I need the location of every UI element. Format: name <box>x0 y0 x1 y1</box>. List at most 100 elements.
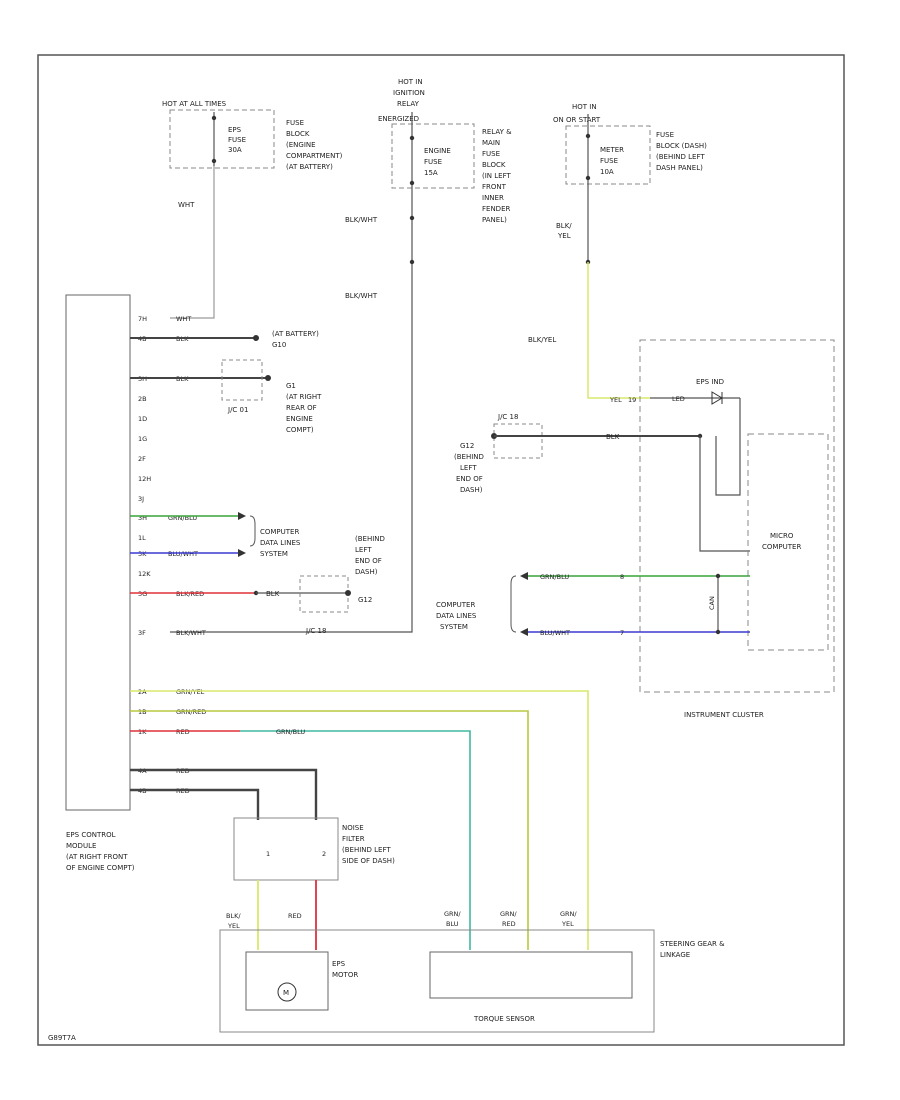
eps-control-module <box>65 294 131 811</box>
fuse-mid-desc-4: BLOCK <box>482 161 506 169</box>
footer-code: G89T7A <box>48 1034 76 1042</box>
sensor-wire-2a: GRN/ <box>500 910 517 918</box>
g12-left-desc-3: END OF <box>355 557 382 565</box>
fuse-right-header-1: HOT IN <box>572 103 597 111</box>
g12-right-desc-1: (BEHIND <box>454 453 484 461</box>
wire-label-bluwht-right: BLU/WHT <box>540 629 570 637</box>
g12-left-desc-1: (BEHIND <box>355 535 385 543</box>
fuse-mid-desc-3: FUSE <box>482 150 500 158</box>
noise-filter-pin-1: 1 <box>266 850 270 858</box>
fuse-mid-desc-8: FENDER <box>482 205 510 213</box>
eps-module-label-3: (AT RIGHT FRONT <box>66 853 128 861</box>
ground-g12-left-node <box>345 590 351 596</box>
wire-grnyel <box>130 690 589 950</box>
bracket-data-left <box>249 515 256 547</box>
sensor-wire-3a: GRN/ <box>560 910 577 918</box>
g12-right-desc-4: DASH) <box>460 486 483 494</box>
pin-3f-wire: BLK/WHT <box>176 629 206 637</box>
eps-ind-label: EPS IND <box>696 378 724 386</box>
ground-g10-node <box>253 335 259 341</box>
torque-sensor-label: TORQUE SENSOR <box>473 1015 535 1023</box>
wire-label-blk-g12: BLK <box>266 590 280 598</box>
pin-3h: 3H <box>138 514 147 522</box>
eps-ind-return <box>715 398 741 496</box>
fuse-left-fuse-1: EPS <box>228 126 242 134</box>
noise-filter-pin-2: 2 <box>322 850 326 858</box>
jc01-box <box>221 359 263 401</box>
fuse-left-node-2 <box>211 158 217 164</box>
fuse-mid-header-2: IGNITION <box>393 89 425 97</box>
wire-grnred <box>130 710 529 950</box>
eps-ind-led: LED <box>672 395 685 403</box>
data-right-1: COMPUTER <box>436 601 475 609</box>
ground-g1-desc-4: COMPT) <box>286 426 314 434</box>
pin-3j: 3J <box>138 495 144 503</box>
ground-g1-desc-2: REAR OF <box>286 404 317 412</box>
can-node-bottom <box>715 629 721 635</box>
wire-grnblu-mid <box>240 730 471 950</box>
ground-g1-desc-3: ENGINE <box>286 415 313 423</box>
wire-cluster-internal <box>699 436 750 552</box>
pin-3f: 3F <box>138 629 146 637</box>
pin-2a: 2A <box>138 688 147 696</box>
eps-motor-label-1: EPS <box>332 960 346 968</box>
pin-7h-wire: WHT <box>176 315 191 323</box>
steering-gear-box <box>219 929 655 1033</box>
pin-3k-wire: BLU/WHT <box>168 550 198 558</box>
ground-g10-desc: (AT BATTERY) <box>272 330 319 338</box>
pin-2a-wire: GRN/YEL <box>176 688 205 696</box>
wire-label-wht: WHT <box>178 201 195 209</box>
led-icon <box>711 391 723 405</box>
g12-right-desc-3: END OF <box>456 475 483 483</box>
ground-g1-node <box>265 375 271 381</box>
eps-module-label-4: OF ENGINE COMPT) <box>66 864 135 872</box>
eps-motor-symbol <box>277 982 297 1002</box>
pin-2b: 2B <box>138 395 147 403</box>
wire-red-4b <box>130 788 260 820</box>
pin-1l: 1L <box>138 534 146 542</box>
eps-module-pins: 7H WHT 4B BLK 3H BLK 2B 1D 1G 2F 12H 3J … <box>138 315 206 795</box>
fuse-mid-desc-1: RELAY & <box>482 128 512 136</box>
instrument-cluster-box <box>639 339 835 693</box>
can-label: CAN <box>708 596 716 610</box>
fuse-mid-fuse-1: ENGINE <box>424 147 451 155</box>
sensor-wire-1a: GRN/ <box>444 910 461 918</box>
fuse-left-desc-4: COMPARTMENT) <box>286 152 343 160</box>
g12-right-desc-2: LEFT <box>460 464 477 472</box>
fuse-right-node-2 <box>585 175 591 181</box>
sensor-wire-3b: YEL <box>561 920 574 928</box>
node-blkwht-1 <box>409 215 415 221</box>
fuse-right-desc-4: DASH PANEL) <box>656 164 703 172</box>
noise-filter-box <box>233 817 339 881</box>
steering-label-1: STEERING GEAR & <box>660 940 725 948</box>
pin-1g: 1G <box>138 435 147 443</box>
data-right-2: DATA LINES <box>436 612 477 620</box>
pin-7h: 7H <box>138 315 147 323</box>
pin-2f: 2F <box>138 455 146 463</box>
jc01-label: J/C 01 <box>227 406 248 414</box>
fuse-mid-desc-7: INNER <box>482 194 504 202</box>
fuse-mid-desc-2: MAIN <box>482 139 500 147</box>
bracket-data-right <box>510 575 517 633</box>
fuse-left-desc-2: BLOCK <box>286 130 310 138</box>
wire-label-blkyel-long: BLK/YEL <box>528 336 556 344</box>
wire-label-grnblu-mid: GRN/BLU <box>276 728 305 736</box>
wire-label-blkwht-2: BLK/WHT <box>345 292 378 300</box>
cluster-pin-yel: YEL <box>609 396 622 404</box>
noise-filter-label-4: SIDE OF DASH) <box>342 857 395 865</box>
arrow-bluwht-left <box>238 549 246 557</box>
fuse-right-header-2: ON OR START <box>553 116 601 124</box>
micro-computer-2: COMPUTER <box>762 543 801 551</box>
pin-3g: 3G <box>138 590 147 598</box>
wire-blkyel <box>587 262 650 399</box>
can-node-top <box>715 573 721 579</box>
fuse-mid-header-3: RELAY <box>397 100 420 108</box>
cluster-pin-19: 19 <box>628 396 636 404</box>
fuse-left-desc-5: (AT BATTERY) <box>286 163 333 171</box>
pin-3g-wire: BLK/RED <box>176 590 204 598</box>
fuse-right-desc-3: (BEHIND LEFT <box>656 153 705 161</box>
ground-g1-desc-1: (AT RIGHT <box>286 393 322 401</box>
eps-motor-m: M <box>283 989 289 997</box>
arrow-grnblu-left <box>238 512 246 520</box>
